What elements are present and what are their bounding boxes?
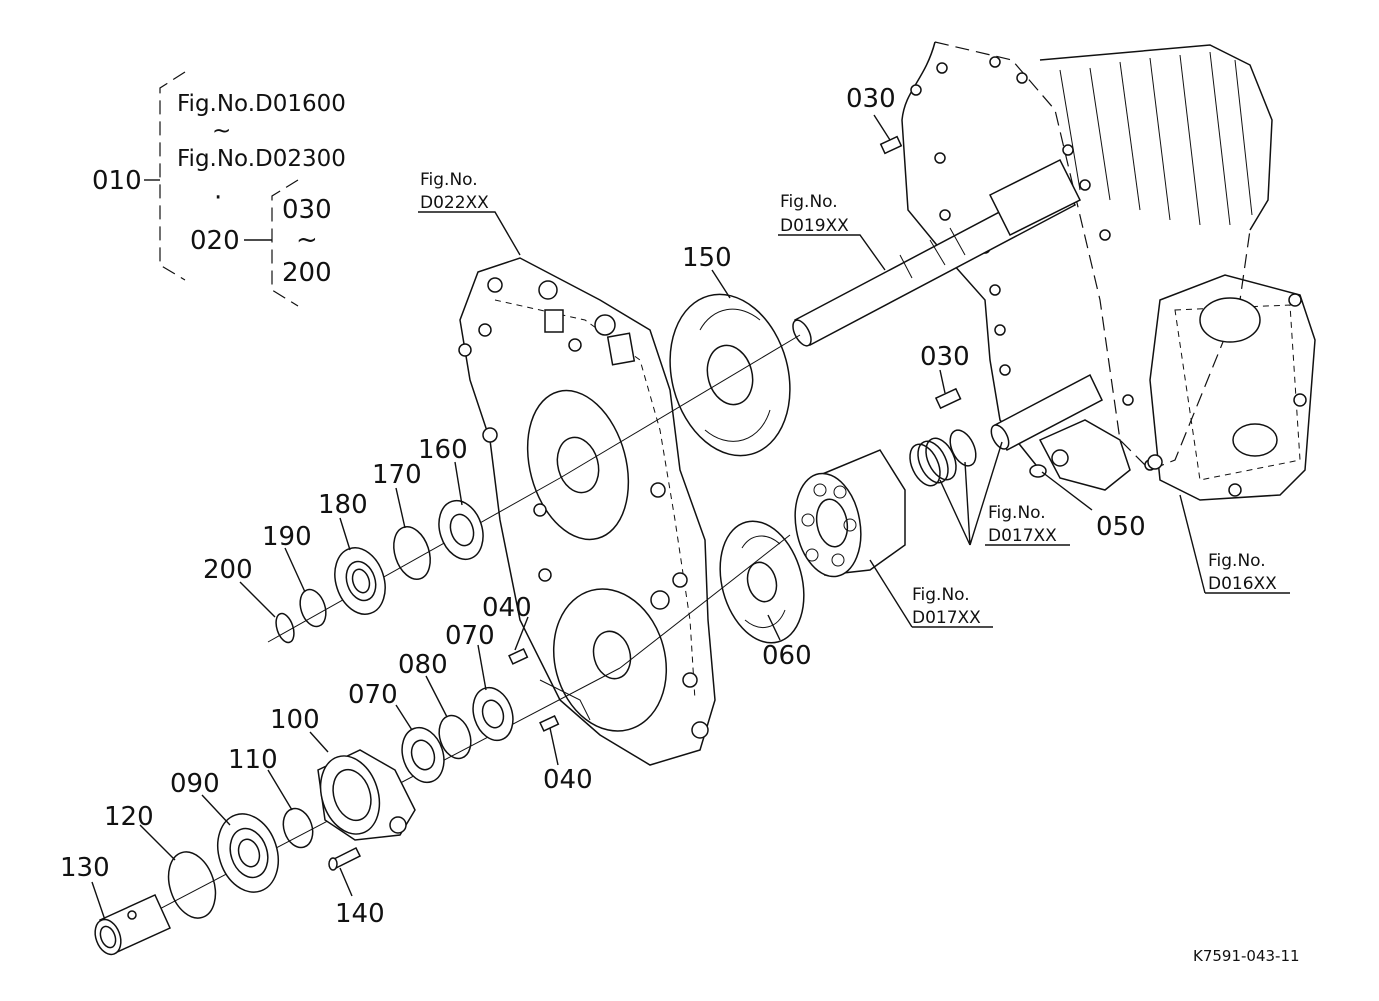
housing-gasket-line <box>494 299 696 701</box>
callout-200: 200 <box>203 555 253 585</box>
legend-dot: · <box>214 183 222 213</box>
circlip-200 <box>275 612 295 644</box>
aux-housing-inner <box>1174 304 1301 481</box>
plate-060 <box>719 520 805 644</box>
aux-port-bottom <box>1232 423 1278 457</box>
plate-150 <box>669 293 791 457</box>
case-left-edge <box>901 41 1041 471</box>
callout-050: 050 <box>1096 512 1146 542</box>
collar-190 <box>299 588 327 628</box>
spring-assembly <box>909 429 977 487</box>
callout-110: 110 <box>228 745 278 775</box>
lower-stack <box>94 667 621 956</box>
cylinder-block <box>794 449 906 578</box>
callout-040-upper: 040 <box>482 593 532 623</box>
ref-d016-fig: Fig.No. <box>1208 551 1266 571</box>
legend-bottom-ref: Fig.No.D02300 <box>177 146 346 172</box>
legend-item-010: 010 <box>92 166 142 196</box>
callout-140: 140 <box>335 899 385 929</box>
snap-ring-110 <box>282 807 314 849</box>
main-shaft <box>792 158 1082 347</box>
housing-ports <box>458 277 709 739</box>
aux-housing <box>1149 274 1316 501</box>
callout-150: 150 <box>682 243 732 273</box>
ref-d017a-fig: Fig.No. <box>988 503 1046 523</box>
ref-d022-fig: Fig.No. <box>420 170 478 190</box>
callout-100: 100 <box>270 705 320 735</box>
ref-d017b-code: D017XX <box>912 608 981 628</box>
callout-170: 170 <box>372 460 422 490</box>
legend-tilde-2: ~ <box>296 225 318 255</box>
callout-180: 180 <box>318 490 368 520</box>
callout-160: 160 <box>418 435 468 465</box>
legend-sub-200: 200 <box>282 258 332 288</box>
upper-shaft-axis-line <box>559 334 801 479</box>
dowel-pin-040-upper <box>508 647 529 665</box>
callout-090: 090 <box>170 769 220 799</box>
callout-030-mid: 030 <box>920 342 970 372</box>
ref-d019-fig: Fig.No. <box>780 192 838 212</box>
case-fins <box>1059 51 1253 226</box>
dowel-pin-030-mid <box>934 387 962 410</box>
shaft-spline-end <box>988 158 1082 237</box>
pump-axis-line <box>619 534 791 669</box>
legend-inner-brace <box>271 179 299 307</box>
middle-housing <box>458 257 716 766</box>
callout-030-top: 030 <box>846 84 896 114</box>
ref-d017a-code: D017XX <box>988 526 1057 546</box>
callout-070-lower: 070 <box>348 680 398 710</box>
legend: Fig.No.D01600 ~ Fig.No.D02300 · 010 020 … <box>92 71 346 307</box>
callout-labels: 030 030 050 150 160 170 180 190 200 040 … <box>60 84 1146 929</box>
ref-d017b-fig: Fig.No. <box>912 585 970 605</box>
aux-port-top <box>1199 297 1261 343</box>
short-shaft-body <box>994 373 1103 452</box>
legend-tilde-1: ~ <box>212 118 231 144</box>
snap-ring-120 <box>167 851 217 919</box>
upper-axis-line <box>267 477 561 643</box>
figure-references: Fig.No. D022XX Fig.No. D019XX Fig.No. D0… <box>420 170 1277 628</box>
dowel-pin-030-top <box>879 135 903 155</box>
callout-130: 130 <box>60 853 110 883</box>
ref-d016-code: D016XX <box>1208 574 1277 594</box>
callout-070-upper: 070 <box>445 621 495 651</box>
ref-d022-code: D022XX <box>420 193 489 213</box>
short-shaft <box>990 373 1103 452</box>
o-ring-050 <box>1029 464 1047 478</box>
ref-d019-code: D019XX <box>780 216 849 236</box>
shim-080 <box>438 714 472 760</box>
callout-120: 120 <box>104 802 154 832</box>
case-lower-bracket <box>1038 419 1131 491</box>
shaft-end-face <box>792 319 812 347</box>
legend-top-ref: Fig.No.D01600 <box>177 91 346 117</box>
upper-bearing-stack <box>267 477 561 644</box>
housing-bore-upper <box>556 436 600 494</box>
legend-sub-030: 030 <box>282 195 332 225</box>
legend-item-020: 020 <box>190 226 240 256</box>
transmission-case <box>901 41 1316 501</box>
shaft-snap-ring <box>949 429 977 467</box>
snap-ring-170 <box>393 526 431 580</box>
case-top <box>1039 44 1273 231</box>
dowel-pin-040-lower <box>539 714 560 732</box>
drawing-code: K7591-043-11 <box>1193 947 1300 965</box>
callout-190: 190 <box>262 522 312 552</box>
callout-leaders <box>91 114 1290 921</box>
callout-040-lower: 040 <box>543 765 593 795</box>
callout-060: 060 <box>762 641 812 671</box>
callout-080: 080 <box>398 650 448 680</box>
legend-outer-brace <box>159 71 186 281</box>
